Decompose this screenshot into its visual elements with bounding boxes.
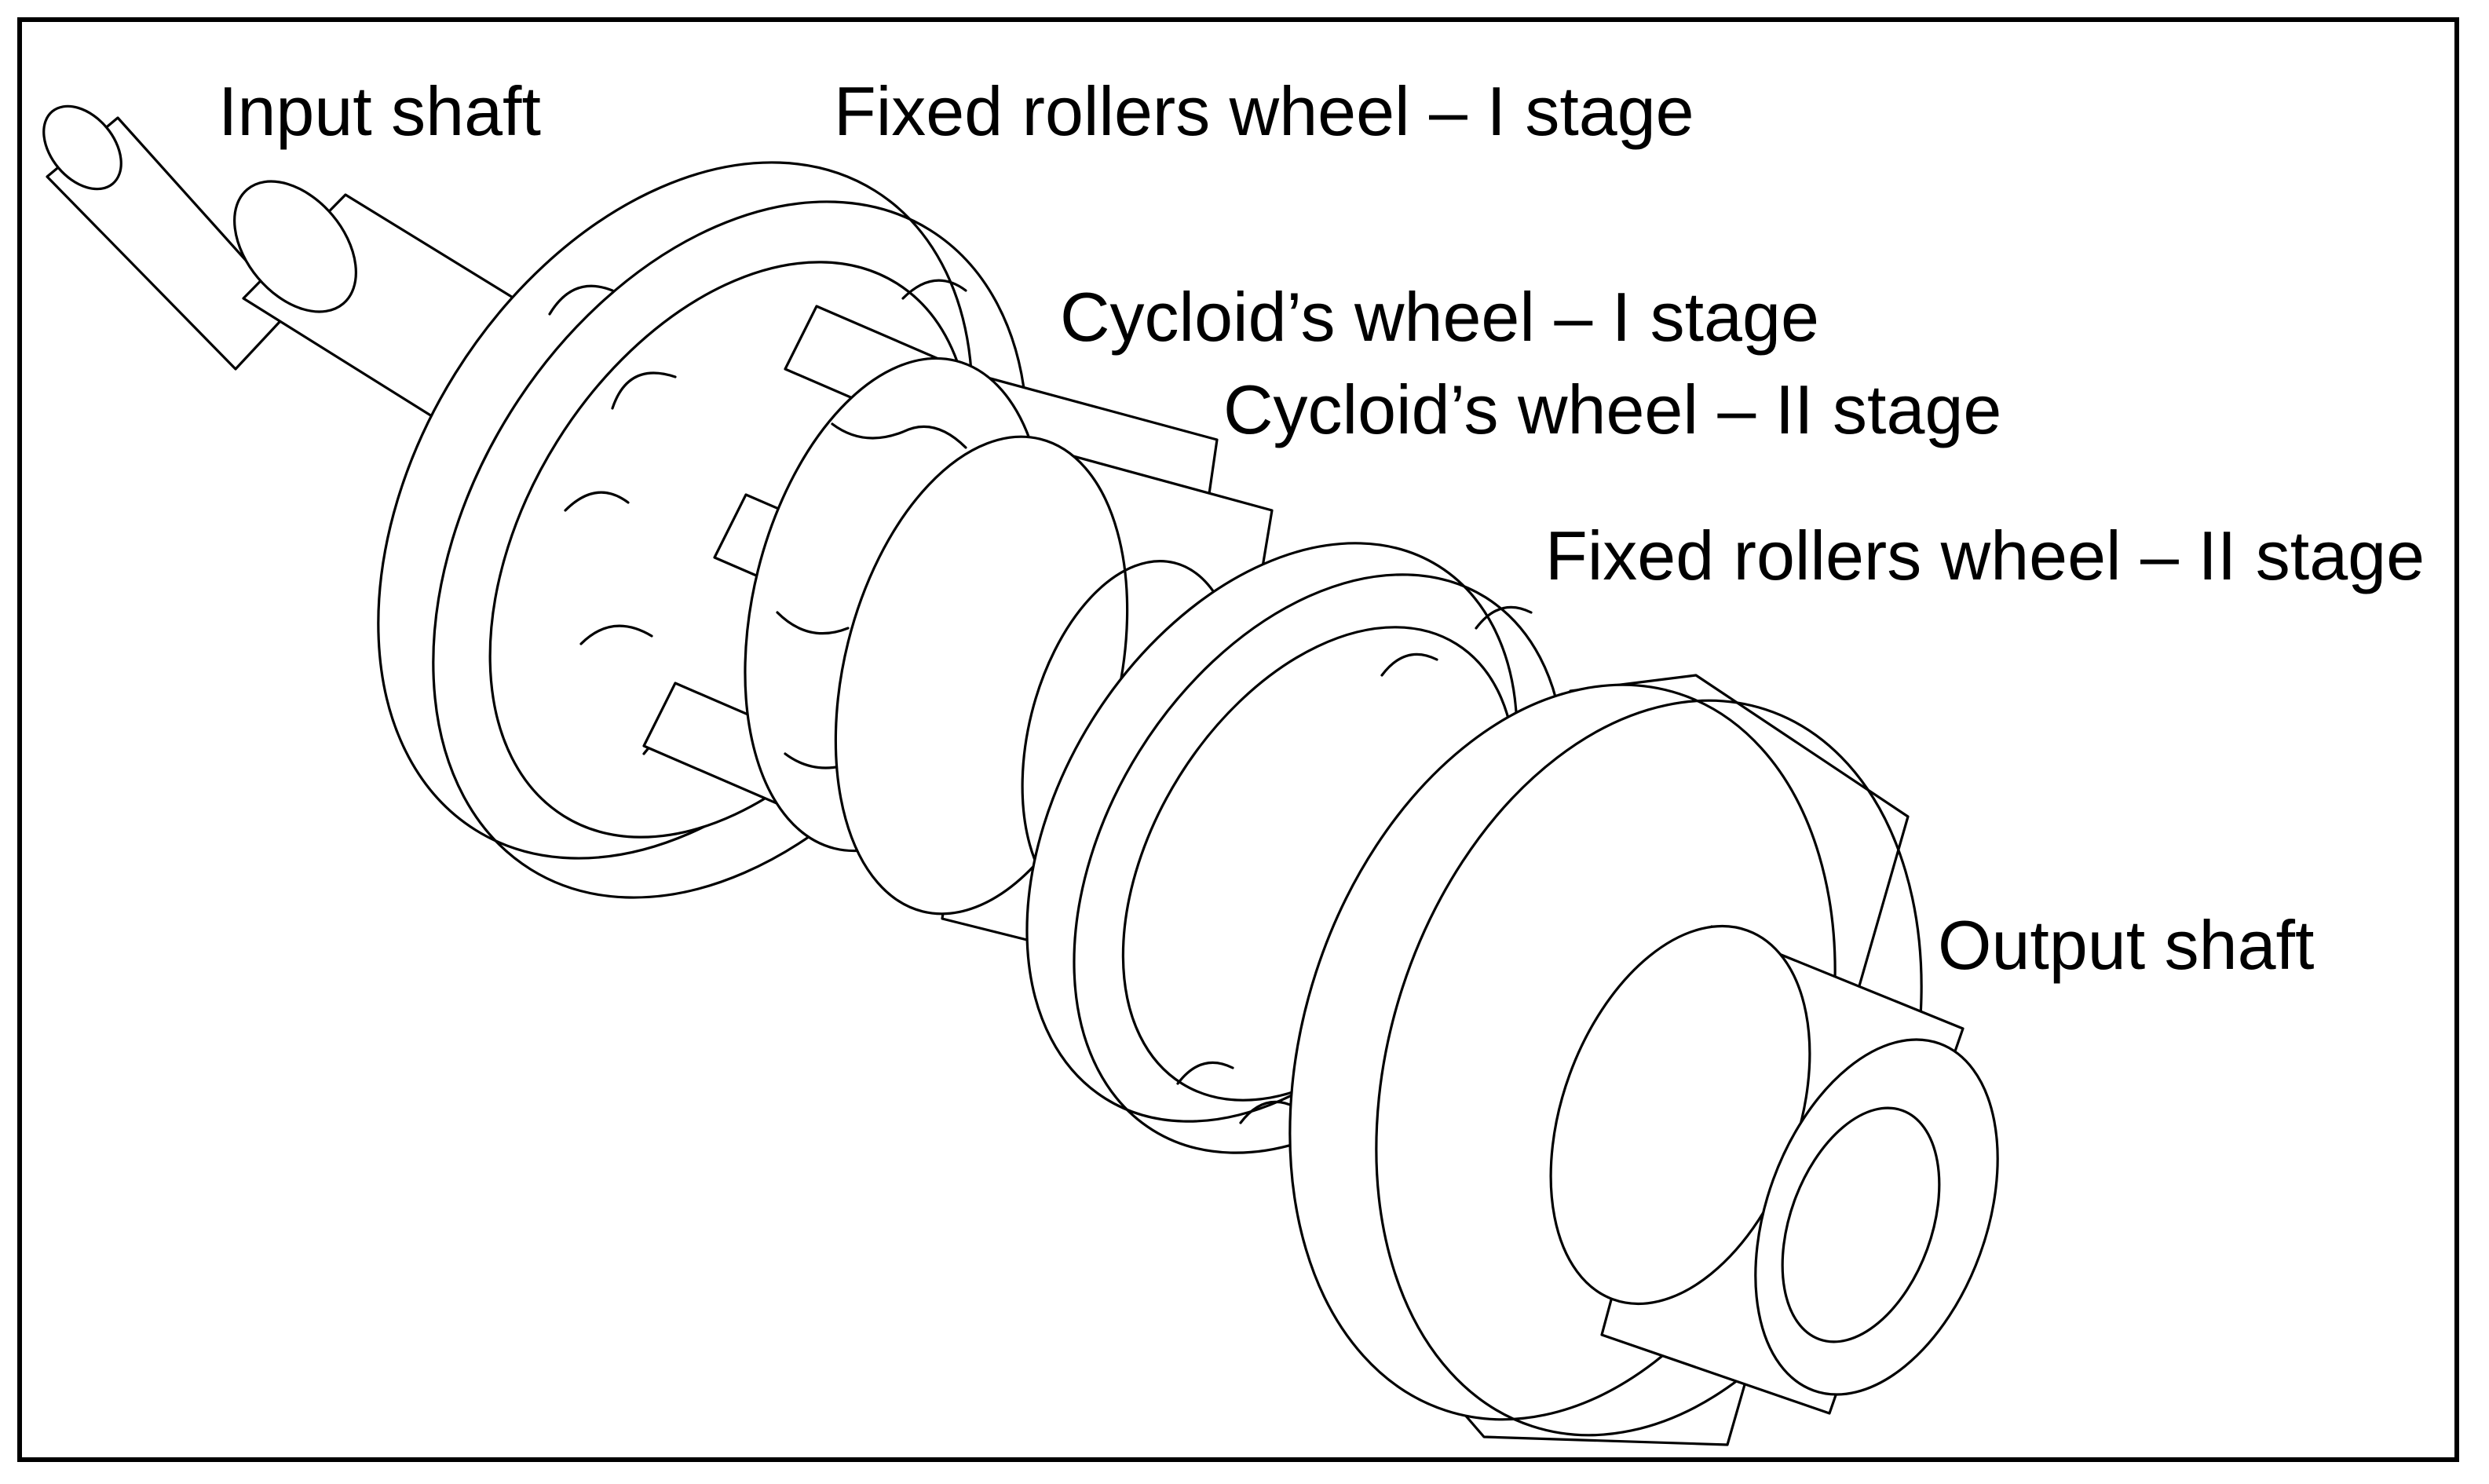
input-shaft-label: Input shaft (218, 72, 541, 150)
output-shaft-label: Output shaft (1938, 906, 2315, 984)
cycloid-wheel-2-label: Cycloid’s wheel – II stage (1223, 371, 2002, 448)
fixed-rollers-wheel-1-label: Fixed rollers wheel – I stage (834, 72, 1694, 150)
fixed-rollers-wheel-2-label: Fixed rollers wheel – II stage (1545, 517, 2425, 594)
output-shaft (1549, 924, 1999, 1415)
cycloid-wheel-1-label: Cycloid’s wheel – I stage (1060, 278, 1819, 356)
